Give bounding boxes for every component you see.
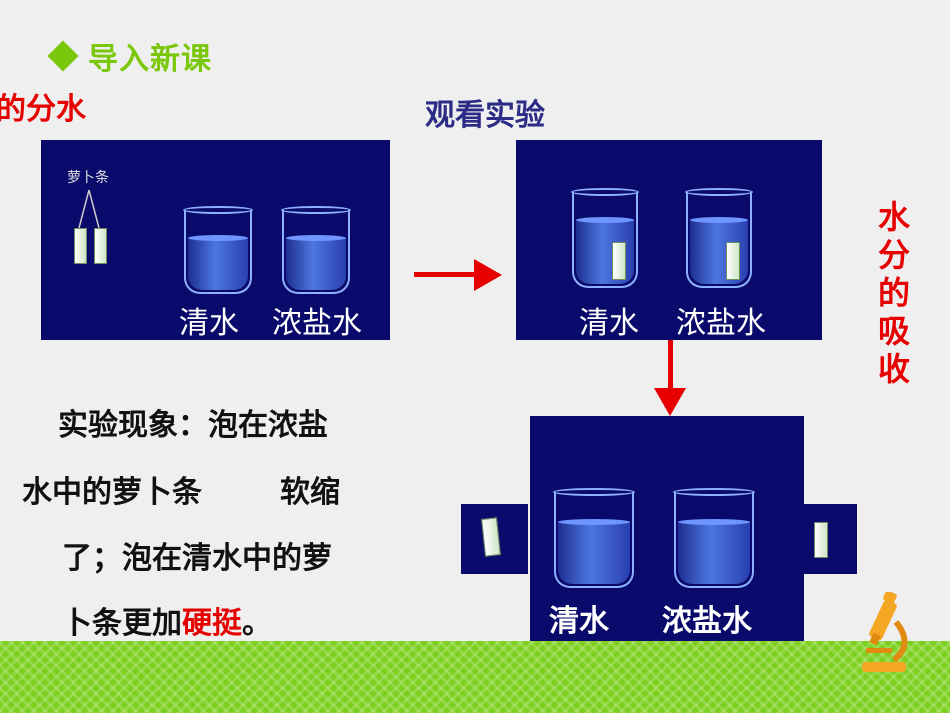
slide-header: 导入新课: [47, 34, 212, 78]
radish-label: 萝卜条: [67, 170, 109, 186]
hanging-string: [78, 190, 100, 229]
observation-line-4: 卜条更加硬挺。: [62, 598, 272, 642]
beaker-fresh-water: [571, 188, 639, 288]
grass-footer: [0, 641, 950, 713]
beaker-salt-water: [281, 206, 351, 294]
watch-experiment-title: 观看实验: [425, 98, 545, 133]
radish-strip-right: [94, 228, 107, 264]
vertical-title: 水分的吸收: [877, 198, 910, 388]
radish-strip: [726, 242, 740, 280]
label-fresh-water: 清水: [549, 604, 609, 639]
result-side-panel-right: [804, 504, 857, 574]
experiment-panel-soaking: 清水 浓盐水: [516, 140, 822, 340]
arrow-down-icon: [668, 340, 673, 392]
beaker-salt-water: [673, 488, 755, 588]
result-side-panel-left: [461, 504, 528, 574]
beaker-salt-water: [685, 188, 753, 288]
radish-strip-firm: [481, 517, 501, 557]
arrowhead-right-icon: [474, 259, 502, 291]
label-salt-water: 浓盐水: [662, 604, 752, 639]
radish-strip: [612, 242, 626, 280]
observation-line-4-start: 卜条更加: [62, 606, 182, 641]
radish-strip-soft: [814, 522, 828, 558]
radish-strip-left: [74, 228, 87, 264]
label-salt-water: 浓盐水: [272, 306, 362, 340]
arrow-right-icon: [414, 272, 478, 277]
label-salt-water: 浓盐水: [676, 306, 766, 340]
observation-line-4-end: 。: [242, 606, 272, 641]
observation-line-1: 实验现象：泡在浓盐: [58, 408, 328, 443]
beaker-fresh-water: [553, 488, 635, 588]
microscope-icon: [862, 592, 908, 672]
experiment-panel-result: 清水 浓盐水: [530, 416, 804, 642]
observation-keyword-firm: 硬挺: [182, 606, 242, 641]
diamond-bullet-icon: [47, 40, 79, 72]
observation-line-3: 了；泡在清水中的萝: [62, 541, 332, 576]
label-fresh-water: 清水: [179, 306, 239, 340]
label-fresh-water: 清水: [579, 306, 639, 340]
experiment-panel-initial: 萝卜条 清水 浓盐水: [41, 140, 390, 340]
arrowhead-down-icon: [654, 388, 686, 416]
clipped-red-title: 的分水: [0, 92, 86, 127]
beaker-fresh-water: [183, 206, 253, 294]
observation-keyword-shrink: 软缩: [280, 475, 340, 510]
slide-title: 导入新课: [88, 42, 212, 77]
observation-line-2: 水中的萝卜条: [22, 475, 202, 510]
